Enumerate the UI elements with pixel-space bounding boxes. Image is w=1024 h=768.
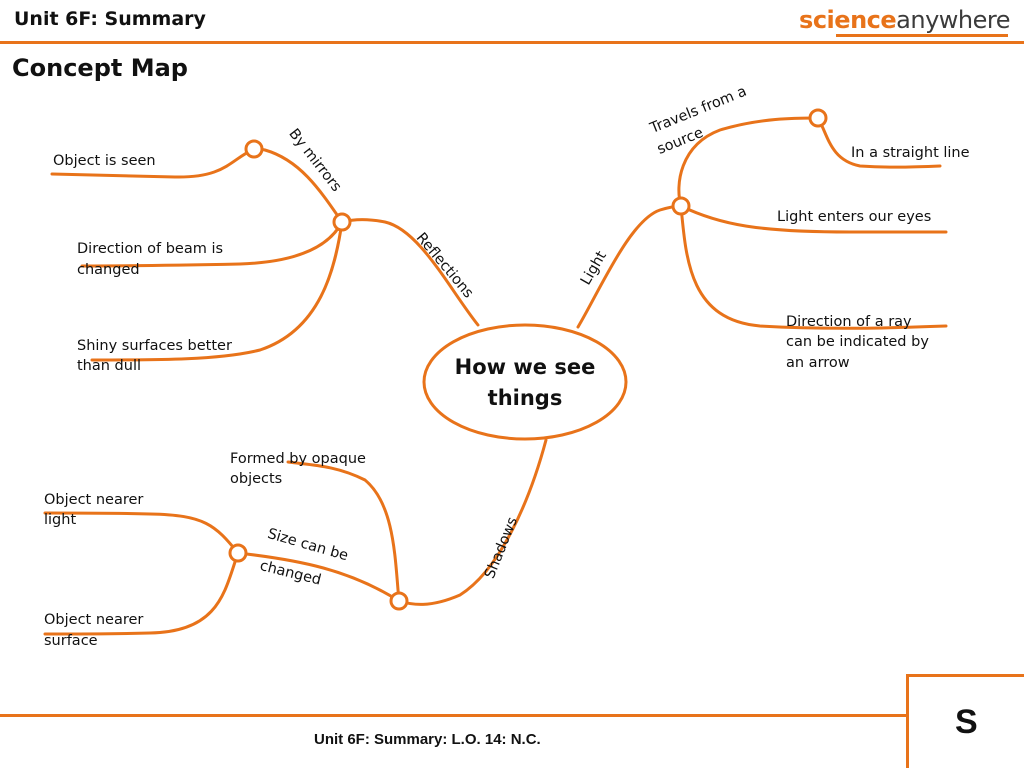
- footer-text: Unit 6F: Summary: L.O. 14: N.C.: [314, 731, 541, 748]
- corner-box: [906, 674, 1024, 768]
- node-size-junction: [228, 543, 248, 563]
- connector-shadows: [397, 438, 548, 606]
- connector-shiny-surfaces: [90, 220, 344, 362]
- leaf-object-nearer-light-line-1: Object nearer: [44, 492, 144, 508]
- connector-object-is-seen: [50, 147, 256, 179]
- connector-reflections: [340, 218, 480, 327]
- science-anywhere-logo: scienceanywhere: [799, 6, 1010, 34]
- corner-letter: S: [955, 703, 978, 741]
- node-travels-junction: [808, 108, 828, 128]
- leaf-direction-of-ray-line-1: Direction of a ray: [786, 314, 912, 330]
- logo-underline: [836, 34, 1008, 37]
- node-light-junction: [671, 196, 691, 216]
- header-title: Unit 6F: Summary: [14, 8, 206, 30]
- leaf-light-enters-eyes: Light enters our eyes: [777, 209, 932, 225]
- center-label-line-2: things: [487, 386, 563, 410]
- leaf-shiny-surfaces-line-2: than dull: [77, 358, 142, 374]
- leaf-direction-of-beam-line-2: changed: [77, 262, 140, 278]
- connector-travels-from-source: [677, 116, 820, 208]
- leaf-object-nearer-surface-line-2: surface: [44, 633, 98, 649]
- node-by-mirrors-junction: [244, 139, 264, 159]
- connector-size-can-be-changed: [236, 551, 401, 603]
- leaf-object-is-seen: Object is seen: [53, 153, 156, 169]
- connector-direction-of-beam: [80, 220, 344, 268]
- page-title: Concept Map: [12, 54, 188, 82]
- leaf-formed-by-opaque-line-1: Formed by opaque: [230, 451, 366, 467]
- connector-direction-of-ray: [679, 204, 948, 330]
- connector-light-enters-eyes: [679, 204, 948, 234]
- leaf-direction-of-ray-line-2: can be indicated by: [786, 334, 929, 350]
- leaf-direction-of-beam-line-1: Direction of beam is: [77, 241, 224, 257]
- leaf-shiny-surfaces-line-1: Shiny surfaces better: [77, 338, 232, 354]
- leaf-formed-by-opaque-line-2: objects: [230, 471, 283, 487]
- connector-formed-by-opaque: [286, 460, 401, 603]
- leaf-in-straight-line: In a straight line: [851, 145, 970, 161]
- leaf-direction-of-ray-line-3: an arrow: [786, 355, 850, 371]
- connector-object-nearer-light: [43, 511, 240, 555]
- connector-object-nearer-surface: [43, 551, 240, 636]
- footer-divider: [0, 714, 908, 717]
- center-node-label: How we see things: [432, 352, 618, 414]
- leaf-object-nearer-light-line-2: light: [44, 512, 77, 528]
- connector-in-straight-line: [816, 116, 942, 169]
- logo-text-anywhere: anywhere: [896, 6, 1010, 34]
- logo-text-science: science: [799, 6, 897, 34]
- center-node: [422, 323, 628, 441]
- node-reflections-junction: [332, 212, 352, 232]
- leaf-object-nearer-surface-line-1: Object nearer: [44, 612, 144, 628]
- node-shadows-junction: [389, 591, 409, 611]
- center-label-line-1: How we see: [454, 355, 596, 379]
- header-divider: [0, 41, 1024, 44]
